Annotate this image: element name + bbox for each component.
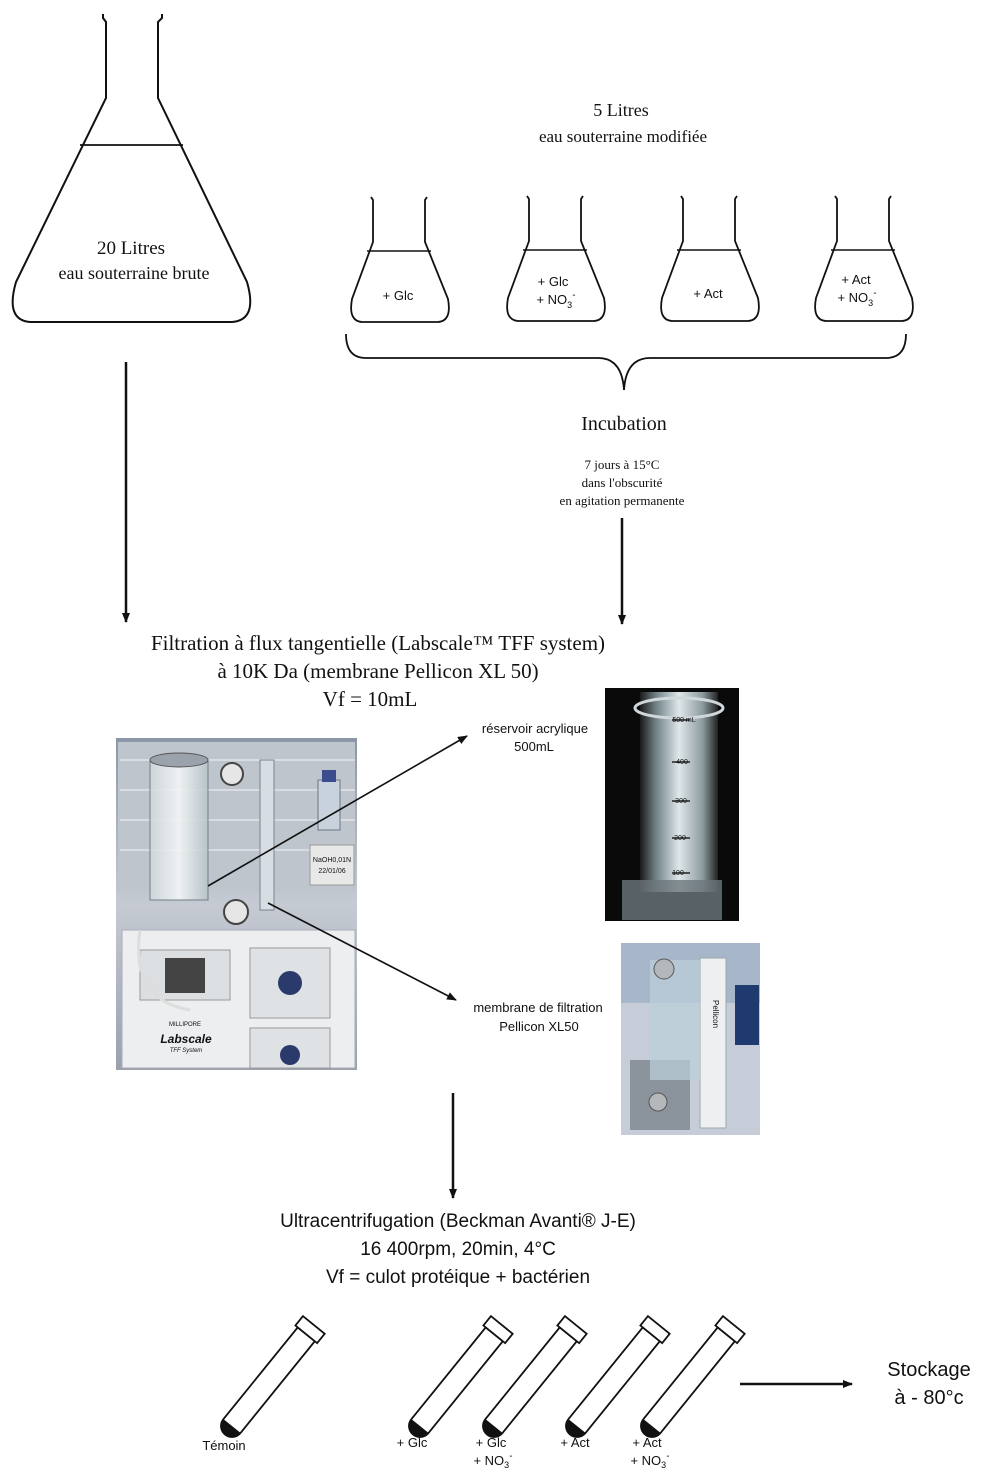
small-flask-glc-label: + Glc [383,288,414,303]
ultracentrifugation-line-3: Vf = culot protéique + bactérien [326,1267,590,1288]
modified-water-volume: 5 Litres [593,100,649,120]
ultracentrifugation-line-1: Ultracentrifugation (Beckman Avanti® J-E… [280,1211,636,1232]
incubation-line-2: dans l'obscurité [582,475,663,490]
photo-note-line-2: 22/01/06 [318,868,345,875]
photo-tff-system: NaOH0,01N 22/01/06 MILLIPORE Labscale TF… [116,738,357,1070]
photo-pellicon-text: Pellicon [711,1000,720,1028]
arrow-to-membrane [267,902,457,1001]
tube-temoin [220,1314,326,1438]
small-flask-glc-no3-line2: + NO3- [536,290,575,310]
reservoir-label-line-2: 500mL [514,739,554,754]
arrow-to-reservoir [207,735,468,887]
storage-line-2: à - 80°c [894,1387,963,1409]
tube-glc [408,1314,514,1438]
photo-cylinder-mark-100: 100 [672,870,684,877]
tube-act-no3-line1: + Act [632,1435,662,1450]
incubation-title: Incubation [581,413,667,435]
small-flask-glc-no3 [506,195,606,322]
tube-glc-no3-line2: + NO3- [473,1451,512,1470]
tube-temoin-label: Témoin [202,1438,245,1453]
small-flask-act-label: + Act [693,286,723,301]
small-flask-act-no3-line1: + Act [841,272,871,287]
big-flask [11,14,252,323]
small-flask-act-no3 [814,195,914,322]
ultracentrifugation-line-2: 16 400rpm, 20min, 4°C [360,1239,556,1260]
membrane-label-line-1: membrane de filtration [473,1000,602,1015]
modified-water-label: eau souterraine modifiée [539,127,707,146]
storage-line-1: Stockage [887,1359,970,1381]
grouping-brace [345,333,907,391]
incubation-line-3: en agitation permanente [560,493,685,508]
photo-device-brand: Labscale [160,1032,212,1046]
photo-note-line-1: NaOH0,01N [313,857,351,864]
small-flask-act-no3-line2: + NO3- [837,288,876,308]
photo-reservoir: 500 mL 400 300 200 100 [605,688,739,921]
photo-membrane: Pellicon [621,943,760,1135]
tube-act-no3 [640,1314,746,1438]
incubation-line-1: 7 jours à 15°C [585,457,660,472]
photo-device-subbrand: TFF System [170,1048,203,1054]
tube-act [565,1314,671,1438]
tube-glc-no3 [482,1314,588,1438]
filtration-line-1: Filtration à flux tangentielle (Labscale… [151,631,605,655]
small-flask-act [660,195,760,322]
photo-cylinder-mark-500: 500 mL [672,717,695,724]
big-flask-volume: 20 Litres [97,238,165,259]
filtration-line-3: Vf = 10mL [323,687,418,711]
tube-act-label: + Act [560,1435,590,1450]
tube-act-no3-line2: + NO3- [630,1451,669,1470]
small-flask-glc-no3-line1: + Glc [538,274,569,289]
photo-cylinder-mark-400: 400 [676,759,688,766]
photo-cylinder-mark-300: 300 [675,798,687,805]
membrane-label-line-2: Pellicon XL50 [499,1019,579,1034]
tube-glc-label: + Glc [397,1435,428,1450]
tube-glc-no3-line1: + Glc [476,1435,507,1450]
photo-cylinder-mark-200: 200 [674,835,686,842]
big-flask-label: eau souterraine brute [59,263,210,283]
photo-device-maker: MILLIPORE [169,1022,201,1028]
filtration-line-2: à 10K Da (membrane Pellicon XL 50) [217,659,538,683]
reservoir-label-line-1: réservoir acrylique [482,721,588,736]
small-flask-glc [350,196,450,323]
